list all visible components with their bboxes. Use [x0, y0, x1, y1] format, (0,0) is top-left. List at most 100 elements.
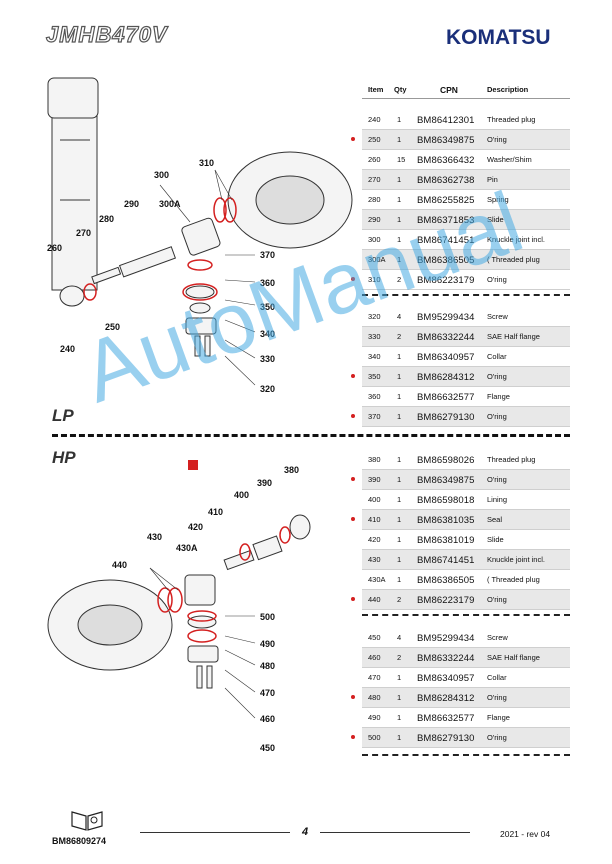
knuckle-joint [184, 574, 216, 606]
callout: 270 [76, 228, 92, 238]
description-cell: ( Threaded plug [487, 575, 540, 584]
cpn-cell: BM86741451 [417, 555, 475, 566]
description-cell: Flange [487, 713, 510, 722]
cpn-cell: BM86284312 [417, 372, 475, 383]
description-cell: Knuckle joint incl. [487, 235, 545, 244]
callout: 400 [234, 490, 250, 500]
qty-cell: 1 [397, 372, 402, 381]
description-cell: Screw [487, 312, 508, 321]
wear-part-marker-icon [351, 477, 355, 481]
cpn-cell: BM86332244 [417, 332, 475, 343]
item-cell: 320 [368, 312, 381, 321]
qty-cell: 1 [397, 733, 402, 742]
callout: 470 [260, 688, 276, 698]
qty-cell: 1 [397, 475, 402, 484]
cpn-cell: BM86386505 [417, 255, 475, 266]
description-cell: Threaded plug [487, 455, 536, 464]
item-cell: 330 [368, 332, 381, 341]
item-cell: 360 [368, 392, 381, 401]
qty-cell: 15 [397, 155, 406, 164]
qty-cell: 4 [397, 312, 402, 321]
cpn-cell: BM86349875 [417, 475, 475, 486]
description-cell: O'ring [487, 412, 507, 421]
cpn-cell: BM86362738 [417, 175, 475, 186]
cpn-cell: BM86349875 [417, 135, 475, 146]
callout: 490 [260, 639, 276, 649]
description-cell: Collar [487, 673, 507, 682]
description-cell: ( Threaded plug [487, 255, 540, 264]
cpn-cell: BM86279130 [417, 412, 475, 423]
item-cell: 290 [368, 215, 381, 224]
parts-row: 370 1 BM86279130 O'ring [351, 407, 570, 427]
description-cell: Lining [487, 495, 508, 504]
item-cell: 470 [368, 673, 381, 682]
item-cell: 240 [368, 115, 381, 124]
description-cell: Pin [487, 175, 498, 184]
item-cell: 490 [368, 713, 381, 722]
wear-part-marker-icon [351, 735, 355, 739]
item-cell: 430 [368, 555, 381, 564]
col-item: Item [368, 85, 384, 94]
section-divider [52, 434, 570, 437]
wear-part-marker-icon [351, 374, 355, 378]
callout: 450 [260, 743, 276, 753]
callout: 420 [188, 522, 204, 532]
item-cell: 300 [368, 235, 381, 244]
qty-cell: 4 [397, 633, 402, 642]
cpn-cell: BM86598026 [417, 455, 475, 466]
threaded-plug [59, 285, 85, 307]
wear-part-marker-icon [351, 277, 355, 281]
section-lp-label: LP [52, 406, 74, 425]
footer-rule [140, 832, 290, 833]
callout: 460 [260, 714, 276, 724]
item-cell: 350 [368, 372, 381, 381]
item-cell: 460 [368, 653, 381, 662]
group-separator [362, 294, 570, 296]
cpn-cell: BM86632577 [417, 713, 475, 724]
col-cpn: CPN [440, 85, 458, 95]
wear-part-marker-icon [351, 517, 355, 521]
description-cell: SAE Half flange [487, 653, 540, 662]
section-hp-label: HP [52, 448, 76, 467]
callout: 320 [260, 384, 276, 394]
model-brand: JMHB470V [45, 21, 168, 47]
qty-cell: 1 [397, 175, 402, 184]
callout: 390 [257, 478, 273, 488]
qty-cell: 1 [397, 412, 402, 421]
wear-part-marker-icon [351, 414, 355, 418]
cpn-cell: BM86284312 [417, 693, 475, 704]
qty-cell: 2 [397, 332, 402, 341]
cpn-cell: BM86340957 [417, 352, 475, 363]
actuator-body [51, 99, 98, 291]
callout: 410 [208, 507, 224, 517]
item-cell: 370 [368, 412, 381, 421]
callout: 360 [260, 278, 276, 288]
spring [118, 246, 177, 278]
qty-cell: 1 [397, 455, 402, 464]
item-cell: 400 [368, 495, 381, 504]
qty-cell: 1 [397, 255, 402, 264]
description-cell: Collar [487, 352, 507, 361]
qty-cell: 1 [397, 235, 402, 244]
description-cell: O'ring [487, 372, 507, 381]
qty-cell: 1 [397, 215, 402, 224]
description-cell: O'ring [487, 595, 507, 604]
qty-cell: 2 [397, 595, 402, 604]
description-cell: Slide [487, 535, 504, 544]
cpn-cell: BM86366432 [417, 155, 475, 166]
item-cell: 380 [368, 455, 381, 464]
